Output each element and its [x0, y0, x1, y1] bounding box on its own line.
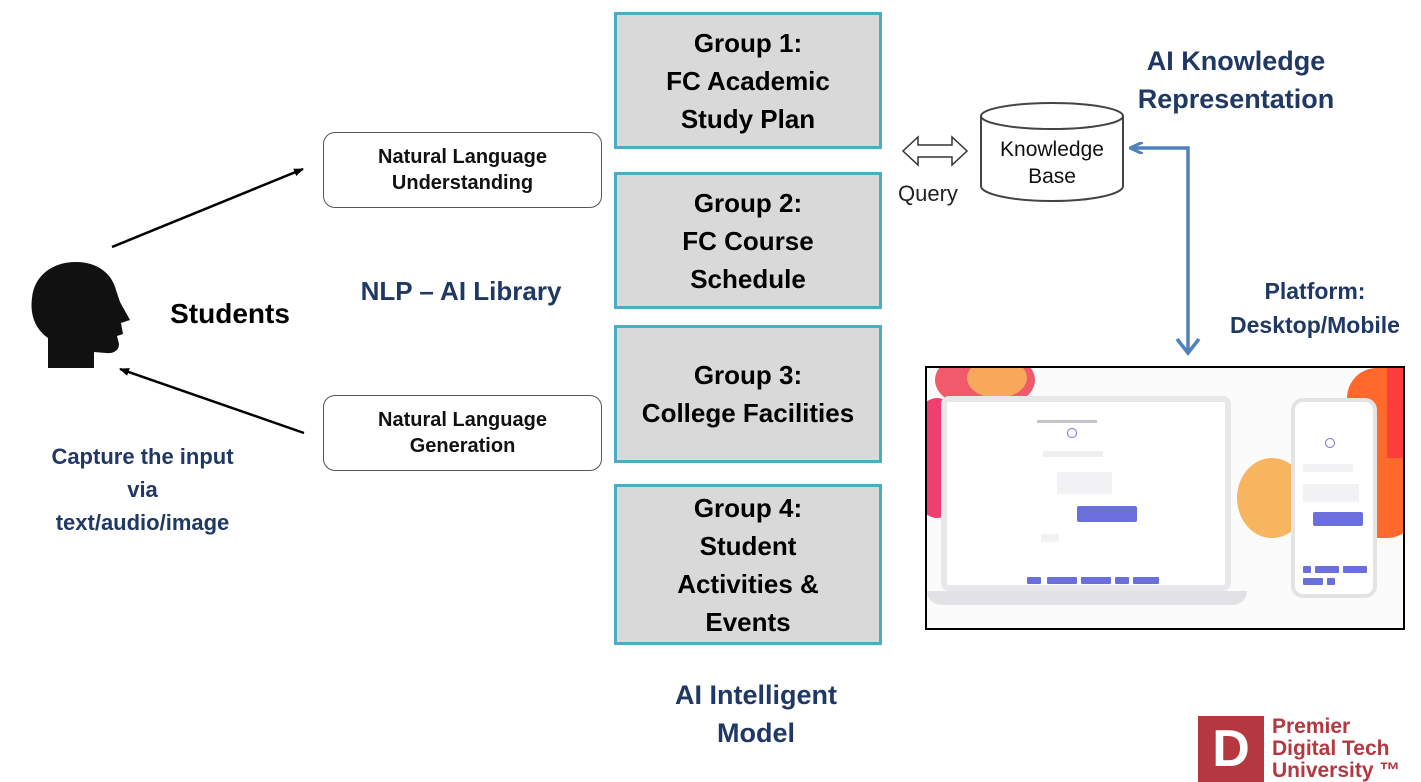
platform-label: Platform: Desktop/Mobile	[1230, 278, 1400, 338]
platform-mockup-image	[925, 366, 1405, 630]
students-label: Students	[170, 298, 290, 329]
university-logo: D Premier Digital Tech University ™	[1198, 716, 1421, 782]
double-arrow-query	[901, 135, 969, 167]
group-2-box: Group 2: FC Course Schedule	[614, 172, 882, 309]
phone-screen	[1291, 398, 1377, 598]
logo-line-3: University ™	[1272, 759, 1401, 782]
nlp-library-label: NLP – AI Library	[360, 276, 562, 306]
logo-mark-icon: D	[1198, 716, 1264, 782]
query-label: Query	[898, 181, 958, 206]
group-3-box: Group 3: College Facilities	[614, 325, 882, 463]
nl-understanding-box: Natural Language Understanding	[323, 132, 602, 208]
logo-line-1: Premier	[1272, 715, 1351, 738]
group-4-box: Group 4: Student Activities & Events	[614, 484, 882, 645]
arrow-kb-platform	[1131, 148, 1190, 352]
ai-knowledge-label: AI Knowledge Representation	[1137, 46, 1335, 114]
knowledge-base-label: Knowledge Base	[1000, 138, 1104, 188]
group-1-box: Group 1: FC Academic Study Plan	[614, 12, 882, 149]
logo-line-2: Digital Tech	[1272, 737, 1390, 760]
arrow-to-students	[119, 367, 305, 435]
laptop-screen	[941, 396, 1231, 591]
logo-mark-letter: D	[1212, 720, 1250, 778]
knowledge-base-cylinder-icon	[980, 102, 1124, 202]
ai-model-label: AI Intelligent Model	[675, 680, 837, 748]
student-head-icon	[31, 262, 130, 368]
capture-input-label: Capture the input via text/audio/image	[51, 444, 234, 535]
nl-generation-box: Natural Language Generation	[323, 395, 602, 471]
laptop-base	[927, 591, 1247, 605]
arrow-to-understanding	[111, 167, 304, 249]
